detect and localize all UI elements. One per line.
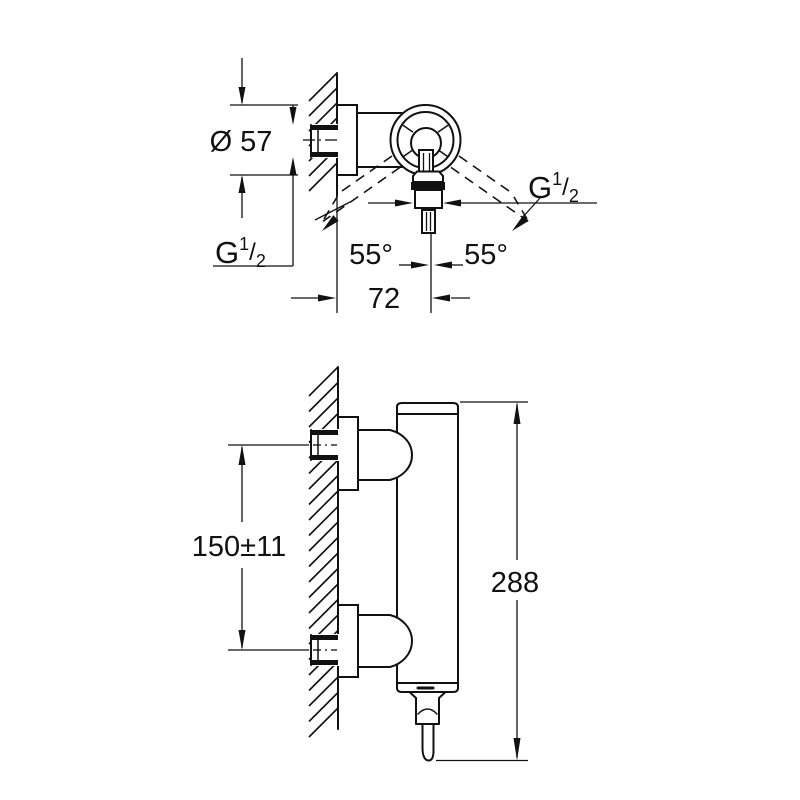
outlet-plan bbox=[411, 182, 445, 313]
dimension-diameter-57: Ø 57 bbox=[210, 58, 298, 218]
dimension-outlet-thread: G1/2 bbox=[368, 169, 597, 207]
dimension-swing-angles: 55° 55° bbox=[349, 239, 508, 271]
escutcheon-lower bbox=[337, 604, 359, 678]
handle-swing-left bbox=[314, 155, 401, 231]
dim-label-angle-left: 55° bbox=[349, 239, 393, 271]
dimension-overall-height: 288 bbox=[436, 401, 539, 762]
front-view: 150±11 288 bbox=[192, 366, 539, 762]
upper-union bbox=[228, 416, 414, 491]
swing-arrow-left bbox=[322, 215, 339, 231]
dim-label-inlet-thread: G1/2 bbox=[215, 234, 266, 271]
lower-union bbox=[228, 604, 414, 678]
handle-swing-right bbox=[450, 155, 541, 231]
mixer-body bbox=[396, 402, 459, 693]
aerator-dome bbox=[417, 708, 438, 715]
dimension-connection-distance: 150±11 bbox=[192, 445, 286, 650]
handle-lever bbox=[412, 149, 444, 183]
union-nut bbox=[310, 124, 338, 158]
dimension-inlet-thread: G1/2 bbox=[213, 105, 297, 271]
wall-hatch-front bbox=[308, 366, 339, 738]
swing-arrow-right bbox=[512, 215, 529, 231]
dim-label-angle-right: 55° bbox=[464, 239, 508, 271]
escutcheon-upper bbox=[337, 416, 359, 491]
dim-label-diameter: Ø 57 bbox=[210, 126, 273, 158]
escutcheon bbox=[336, 104, 358, 176]
outlet-flange bbox=[411, 182, 445, 190]
outlet-thread bbox=[414, 189, 443, 209]
outlet-front bbox=[409, 691, 446, 762]
dimension-wall-to-outlet: 72 bbox=[291, 283, 470, 315]
dim-label-outlet-thread: G1/2 bbox=[528, 169, 579, 206]
outlet-nipple bbox=[421, 209, 436, 234]
dim-label-72: 72 bbox=[368, 283, 400, 315]
dim-label-288: 288 bbox=[491, 567, 539, 599]
dim-label-150: 150±11 bbox=[192, 531, 286, 563]
outlet-pipe bbox=[421, 723, 435, 762]
handle-swing-spokes bbox=[402, 124, 449, 158]
plan-view: Ø 57 G1/2 G1/2 55° 55° bbox=[210, 58, 597, 315]
